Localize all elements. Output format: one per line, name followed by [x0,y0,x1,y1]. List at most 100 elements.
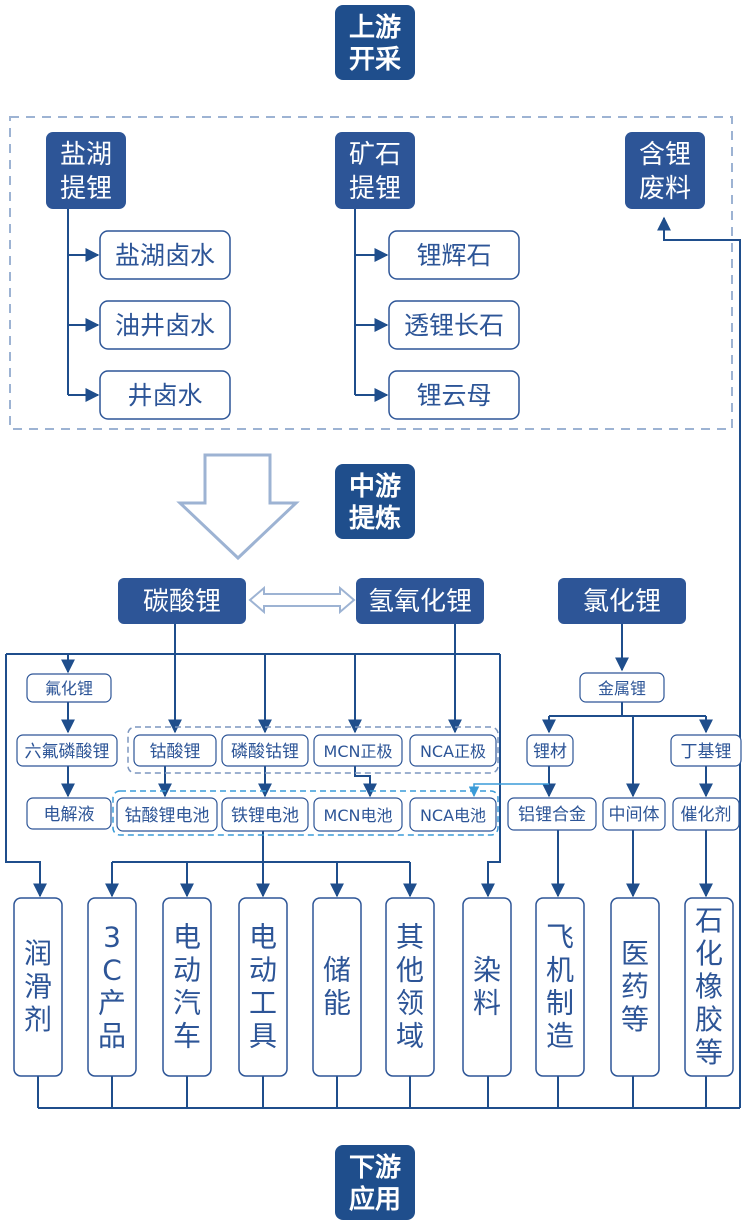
battery-box: MCN电池 [313,797,403,832]
connectors [5,206,741,1109]
application-char: 飞 [546,921,574,954]
stage-downstream: 下游 应用 [335,1145,415,1220]
svg-text:氟化锂: 氟化锂 [45,679,93,698]
application-char: 药 [621,970,649,1003]
svg-text:NCA正极: NCA正极 [420,742,486,761]
application-column: 润滑剂 [13,897,63,1077]
salt-lake-extraction-box: 盐湖 提锂 [46,132,126,209]
svg-text:钴酸锂电池: 钴酸锂电池 [125,806,210,826]
application-char: 滑 [24,970,52,1003]
svg-text:丁基锂: 丁基锂 [681,742,732,762]
lithium-hydroxide-box: 氢氧化锂 [356,578,484,624]
battery-box: NCA电池 [409,797,497,832]
svg-text:钴酸锂: 钴酸锂 [150,742,201,762]
cathode-box: 钴酸锂 [133,734,217,767]
application-char: 车 [173,1020,201,1053]
carbonate-hydroxide-double-arrow [248,585,356,615]
application-char: 电 [173,921,201,954]
application-char: 动 [249,954,277,987]
link-material-to-battery [468,783,549,798]
application-char: 胶 [695,1003,723,1036]
application-char: 化 [695,937,723,970]
svg-text:铝锂合金: 铝锂合金 [518,805,586,825]
application-char: 造 [546,1020,574,1053]
svg-text:锂辉石: 锂辉石 [416,241,491,270]
application-char: 工 [249,987,277,1020]
lithium-metal-box: 金属锂 [579,672,665,703]
application-char: 机 [546,954,574,987]
application-char: 他 [396,954,424,987]
application-column: 储能 [312,897,362,1077]
svg-text:氯化锂: 氯化锂 [583,587,661,617]
application-char: 剂 [24,1003,52,1036]
svg-text:含锂: 含锂 [639,140,691,170]
ore-item: 锂辉石 [388,230,520,280]
salt-lake-item: 盐湖卤水 [99,230,231,280]
svg-text:废料: 废料 [639,174,691,204]
midstream-down-arrow [176,453,300,561]
application-char: 动 [173,954,201,987]
svg-text:油井卤水: 油井卤水 [115,311,215,340]
stage-downstream-line1: 下游 [349,1153,401,1183]
lithium-material-box: 锂材 [526,734,574,767]
svg-text:金属锂: 金属锂 [598,679,646,698]
application-char: 产 [98,987,126,1020]
ore-item: 透锂长石 [388,300,520,350]
svg-text:盐湖卤水: 盐湖卤水 [115,241,215,270]
application-char: 3 [103,921,121,954]
lithium-carbonate-box: 碳酸锂 [118,578,246,624]
application-char: 润 [24,937,52,970]
application-char: 制 [546,987,574,1020]
application-char: 能 [323,987,351,1020]
application-char: 具 [249,1020,277,1053]
intermediate-body-box: 中间体 [602,797,666,831]
stage-midstream-line1: 中游 [349,472,401,502]
svg-text:NCA电池: NCA电池 [420,806,486,825]
svg-text:透锂长石: 透锂长石 [404,311,504,340]
application-char: 橡 [695,970,723,1003]
catalyst-box: 催化剂 [672,797,740,831]
lithium-fluoride-box: 氟化锂 [26,673,112,703]
application-char: 汽 [173,987,201,1020]
stage-upstream: 上游 开采 [335,5,415,80]
upstream-dashed-region [9,116,733,430]
svg-text:碳酸锂: 碳酸锂 [143,587,221,617]
battery-dashed-group [112,790,499,836]
al-li-alloy-box: 铝锂合金 [507,797,597,831]
application-char: 其 [396,921,424,954]
application-char: 品 [98,1020,126,1053]
stage-midstream: 中游 提炼 [335,464,415,539]
svg-text:MCN正极: MCN正极 [324,742,393,761]
cathode-box: MCN正极 [313,734,403,767]
svg-text:六氟磷酸锂: 六氟磷酸锂 [25,742,110,762]
battery-box: 铁锂电池 [221,797,309,832]
application-char: 料 [473,987,501,1020]
application-char: 等 [621,1003,649,1036]
svg-text:MCN电池: MCN电池 [324,806,393,825]
lithium-chloride-box: 氯化锂 [558,578,686,624]
application-char: 储 [323,954,351,987]
svg-text:矿石: 矿石 [349,140,401,170]
battery-box: 钴酸锂电池 [116,797,218,832]
svg-text:提锂: 提锂 [349,174,401,204]
cathode-dashed-group [127,726,499,774]
svg-text:锂云母: 锂云母 [416,381,491,410]
svg-text:催化剂: 催化剂 [681,805,732,825]
electrolyte-box: 电解液 [26,797,112,830]
stage-upstream-line2: 开采 [349,45,401,75]
svg-text:提锂: 提锂 [60,174,112,204]
svg-text:铁锂电池: 铁锂电池 [231,806,299,826]
lipf6-box: 六氟磷酸锂 [16,734,118,767]
application-char: 染 [473,954,501,987]
cathode-box: 磷酸钴锂 [221,734,309,767]
application-char: 医 [621,937,649,970]
application-char: 等 [695,1036,723,1069]
